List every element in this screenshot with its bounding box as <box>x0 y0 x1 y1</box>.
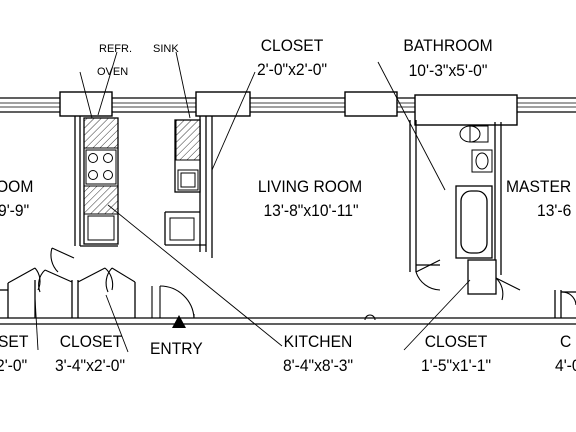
oven-label: OVEN <box>97 66 129 78</box>
master-bedroom-name: MASTER <box>506 177 572 196</box>
closet-bath-name: CLOSET <box>424 332 488 351</box>
closet-top-name: CLOSET <box>260 36 324 55</box>
living-room-dims: 13'-8"x10'-11" <box>263 201 359 220</box>
closet-far-left-name: SET <box>0 332 29 351</box>
living-room-name: LIVING ROOM <box>257 177 363 196</box>
entry-arrow-icon <box>172 315 186 328</box>
refrigerator-label: REFR. <box>99 43 132 55</box>
wall-pier <box>195 91 251 117</box>
bedroom-left-dims: 9'-9" <box>0 201 30 220</box>
closet-entry-name: CLOSET <box>59 332 123 351</box>
bathroom-dims: 10'-3"x5'-0" <box>408 61 488 80</box>
closet-bath-dims: 1'-5"x1'-1" <box>420 356 492 375</box>
entry-label: ENTRY <box>150 339 203 358</box>
closet-top-dims: 2'-0"x2'-0" <box>256 60 328 79</box>
sink-label: SINK <box>153 43 179 55</box>
master-bedroom-dims: 13'-6 <box>537 201 572 220</box>
kitchen-dims: 8'-4"x8'-3" <box>282 356 354 375</box>
kitchen-name: KITCHEN <box>283 332 353 351</box>
wall-pier <box>344 91 398 117</box>
wall-pier <box>414 94 518 126</box>
bathroom-name: BATHROOM <box>403 36 493 55</box>
closet-right-name: C <box>560 332 572 351</box>
closet-right-dims: 4'-0 <box>555 356 576 375</box>
bedroom-left-name: OOM <box>0 177 34 196</box>
closet-entry-dims: 3'-4"x2'-0" <box>54 356 126 375</box>
closet-far-left-dims: 2'-0" <box>0 356 28 375</box>
